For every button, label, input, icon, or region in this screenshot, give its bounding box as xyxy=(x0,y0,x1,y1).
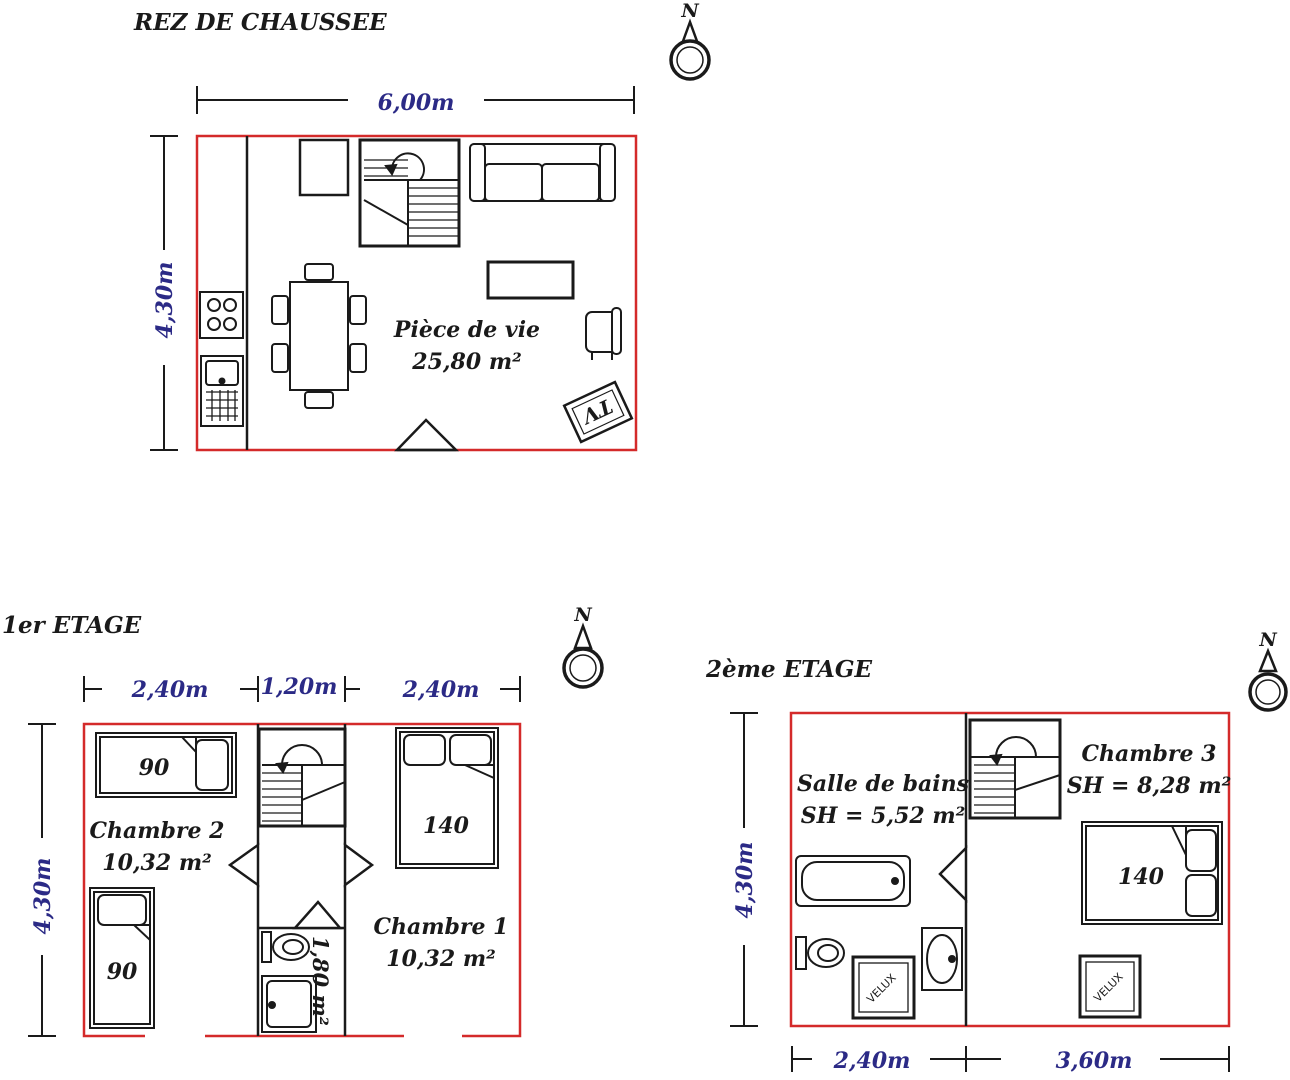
sofa-icon xyxy=(469,143,616,202)
second-floor-plan: 2ème ETAGE N 4,30m xyxy=(705,629,1288,1074)
first-height-label: 4,30m xyxy=(30,858,56,935)
bathroom-name: Salle de bains xyxy=(797,771,969,797)
second-dim-right: 3,60m xyxy=(1056,1048,1133,1074)
first-dim-right: 2,40m xyxy=(402,677,480,703)
bed-140-icon xyxy=(395,727,499,869)
ground-width-dimension xyxy=(196,86,635,114)
second-floor-title: 2ème ETAGE xyxy=(705,656,872,683)
first-walls xyxy=(82,722,522,1038)
second-width-dimensions xyxy=(791,1046,1230,1072)
ground-height-label: 4,30m xyxy=(152,262,178,339)
bathtub-icon xyxy=(795,855,911,907)
north-label: N xyxy=(1258,629,1277,651)
bed-top-left-size: 90 xyxy=(139,755,170,781)
washbasin-icon xyxy=(921,927,963,991)
ground-floor-plan: REZ DE CHAUSSEE N 6,00m 4,30m xyxy=(133,0,711,452)
sink-icon xyxy=(200,355,244,427)
first-dim-middle: 1,20m xyxy=(261,674,338,700)
coffee-table-icon xyxy=(486,260,575,300)
ground-walls xyxy=(195,134,638,452)
living-room-name: Pièce de vie xyxy=(393,317,540,343)
cooktop-icon xyxy=(199,291,244,339)
tv-icon: TV xyxy=(562,380,634,444)
ground-width-label: 6,00m xyxy=(378,90,455,116)
shower-icon xyxy=(261,975,317,1033)
second-height-dimension xyxy=(730,712,758,1027)
north-compass-icon: N xyxy=(669,0,711,81)
wc-area: 1,80 m² xyxy=(308,936,333,1026)
north-compass-icon: N xyxy=(562,604,604,689)
armchair-icon xyxy=(585,307,622,360)
bathroom-area: SH = 5,52 m² xyxy=(801,803,966,829)
ground-floor-title: REZ DE CHAUSSEE xyxy=(133,9,387,36)
velux-window-right: VELUX xyxy=(1078,954,1142,1019)
second-height-label: 4,30m xyxy=(732,842,758,919)
first-doors xyxy=(227,842,375,930)
bed-bottom-left-size: 90 xyxy=(107,959,138,985)
velux-window-left: VELUX xyxy=(851,955,916,1020)
north-label: N xyxy=(680,0,699,22)
second-bed-size: 140 xyxy=(1118,864,1165,890)
room1-name: Chambre 1 xyxy=(374,914,509,940)
bed-90-top-icon xyxy=(95,732,237,798)
first-staircase xyxy=(257,727,347,828)
bathroom-door xyxy=(938,844,968,904)
room2-area: 10,32 m² xyxy=(102,850,211,876)
room3-name: Chambre 3 xyxy=(1082,741,1217,767)
ground-staircase xyxy=(358,138,461,248)
room3-area: SH = 8,28 m² xyxy=(1067,773,1232,799)
ground-entrance-door xyxy=(394,418,460,452)
fridge-icon xyxy=(298,138,350,197)
dining-table-icon xyxy=(271,263,367,409)
first-height-dimension xyxy=(28,723,56,1037)
first-floor-plan: 1er ETAGE N 2,40m 1,20m 2,40m xyxy=(2,604,604,1038)
bed-140-icon xyxy=(1081,821,1223,925)
toilet-icon xyxy=(795,936,845,970)
north-label: N xyxy=(573,604,592,626)
bed-right-size: 140 xyxy=(423,813,470,839)
bed-90-bottom-icon xyxy=(89,887,155,1029)
north-compass-icon: N xyxy=(1248,629,1288,712)
second-walls xyxy=(789,711,1231,1028)
second-dim-left: 2,40m xyxy=(833,1048,911,1074)
first-width-dimensions xyxy=(83,676,521,702)
toilet-icon xyxy=(261,931,310,963)
first-dim-left: 2,40m xyxy=(131,677,209,703)
second-staircase xyxy=(968,718,1062,820)
ground-height-dimension xyxy=(150,135,178,451)
living-room-area: 25,80 m² xyxy=(411,349,521,375)
room2-name: Chambre 2 xyxy=(90,818,225,844)
room1-area: 10,32 m² xyxy=(386,946,495,972)
first-floor-title: 1er ETAGE xyxy=(2,612,142,639)
